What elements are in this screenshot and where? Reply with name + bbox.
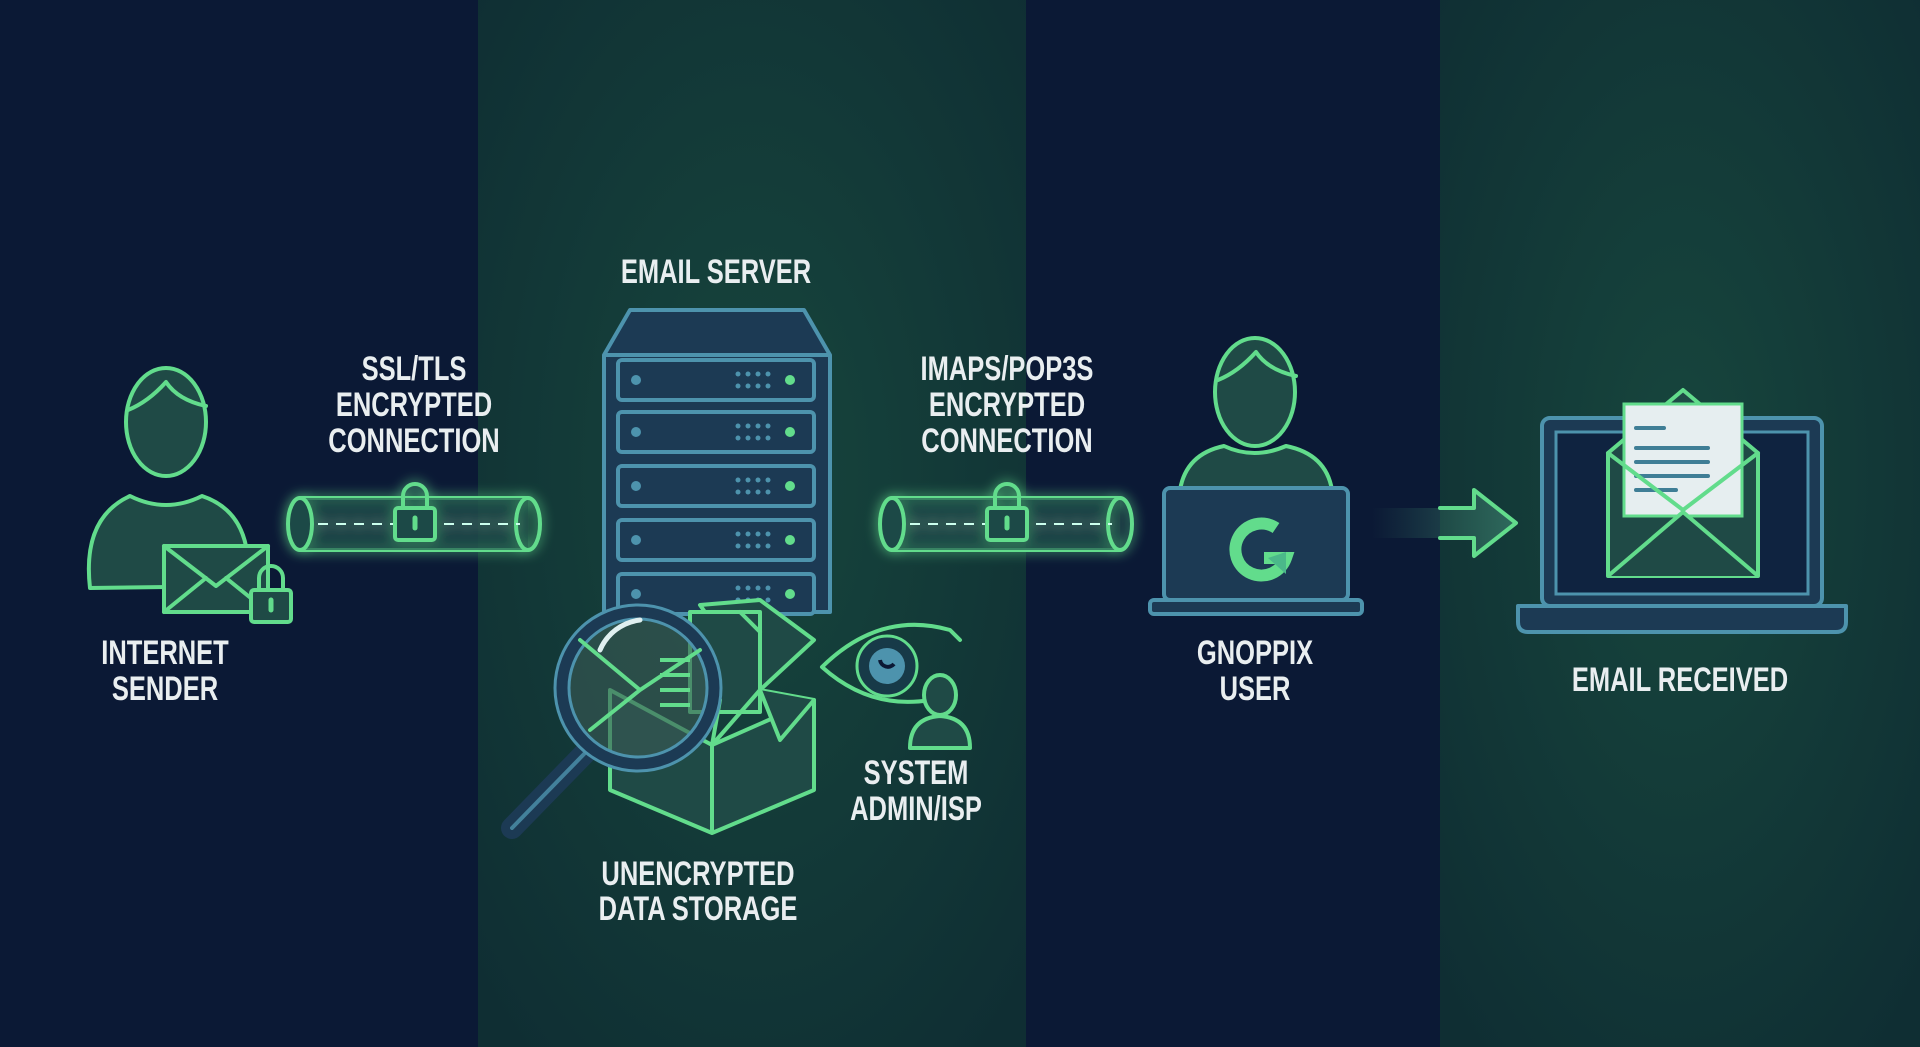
gnoppix-logo-icon <box>1229 517 1295 582</box>
magnifier-icon <box>501 603 723 839</box>
admin-person-icon <box>908 673 972 750</box>
person-icon <box>1178 336 1334 492</box>
user-label-line1: GNOPPIX <box>1196 634 1314 672</box>
outbound-label-line2: ENCRYPTED <box>928 386 1086 424</box>
inbound-label-line2: ENCRYPTED <box>335 386 493 424</box>
inbound-label-line3: CONNECTION <box>328 422 500 460</box>
storage-label-line2: DATA STORAGE <box>598 890 798 928</box>
inbound-label-line1: SSL/TLS <box>361 350 467 388</box>
user-label-line2: USER <box>1219 670 1291 708</box>
sender-label-line2: SENDER <box>111 670 219 708</box>
laptop-icon <box>1148 486 1364 616</box>
admin-label-line2: ADMIN/ISP <box>850 790 982 828</box>
server-icon <box>602 308 832 616</box>
received-label: EMAIL RECEIVED <box>1571 661 1789 699</box>
server-title: EMAIL SERVER <box>620 253 812 291</box>
lock-icon <box>395 484 435 540</box>
eye-icon <box>820 622 962 704</box>
encrypted-tunnel-outbound <box>878 484 1134 552</box>
sender-label-line1: INTERNET <box>101 634 229 672</box>
encrypted-tunnel-inbound <box>286 484 542 552</box>
outbound-label-line3: CONNECTION <box>921 422 1093 460</box>
envelope-open-icon <box>1606 388 1760 578</box>
arrow-right-icon <box>1372 488 1518 558</box>
lock-icon <box>987 484 1027 540</box>
storage-label-line1: UNENCRYPTED <box>601 855 795 893</box>
outbound-label-line1: IMAPS/POP3S <box>920 350 1094 388</box>
admin-label-line1: SYSTEM <box>863 754 969 792</box>
